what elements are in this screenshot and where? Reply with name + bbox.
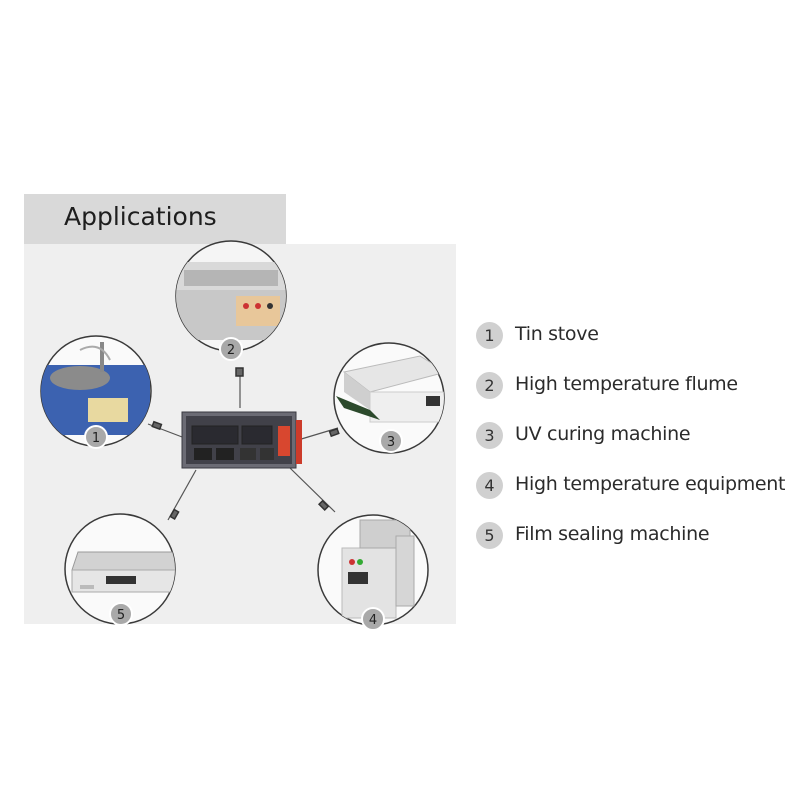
callout-5: 5 xyxy=(109,602,133,626)
callout-number: 1 xyxy=(92,431,100,446)
callout-4: 4 xyxy=(361,607,385,631)
equipment-high-temperature-equipment xyxy=(317,514,429,626)
list-item: 1 Tin stove xyxy=(476,322,796,372)
page-title: Applications xyxy=(64,202,217,231)
list-item-label: Tin stove xyxy=(515,323,599,345)
list-item: 3 UV curing machine xyxy=(476,422,796,472)
equipment-high-temperature-flume xyxy=(175,240,287,352)
callout-2: 2 xyxy=(219,337,243,361)
cable-plugs xyxy=(151,367,340,520)
list-number-badge: 3 xyxy=(476,422,503,449)
list-item-label: High temperature equipment xyxy=(515,473,786,495)
equipment-tin-stove xyxy=(40,335,152,447)
list-item: 4 High temperature equipment xyxy=(476,472,796,522)
list-number-badge: 2 xyxy=(476,372,503,399)
equipment-uv-curing-machine xyxy=(333,342,445,454)
equipment-film-sealing-machine xyxy=(64,513,176,625)
callout-3: 3 xyxy=(379,429,403,453)
callout-1: 1 xyxy=(84,425,108,449)
callout-number: 3 xyxy=(387,435,395,450)
list-item-label: UV curing machine xyxy=(515,423,691,445)
applications-list: 1 Tin stove 2 High temperature flume 3 U… xyxy=(476,322,796,572)
callout-number: 5 xyxy=(117,608,125,623)
list-item: 2 High temperature flume xyxy=(476,372,796,422)
list-item-label: High temperature flume xyxy=(515,373,738,395)
list-number-badge: 1 xyxy=(476,322,503,349)
list-number-badge: 5 xyxy=(476,522,503,549)
applications-header: Applications xyxy=(24,194,286,244)
callout-number: 4 xyxy=(369,613,377,628)
cable-3 xyxy=(297,427,339,441)
list-number-badge: 4 xyxy=(476,472,503,499)
list-item-label: Film sealing machine xyxy=(515,523,710,545)
callout-number: 2 xyxy=(227,343,235,358)
temperature-controller xyxy=(181,411,302,469)
list-item: 5 Film sealing machine xyxy=(476,522,796,572)
